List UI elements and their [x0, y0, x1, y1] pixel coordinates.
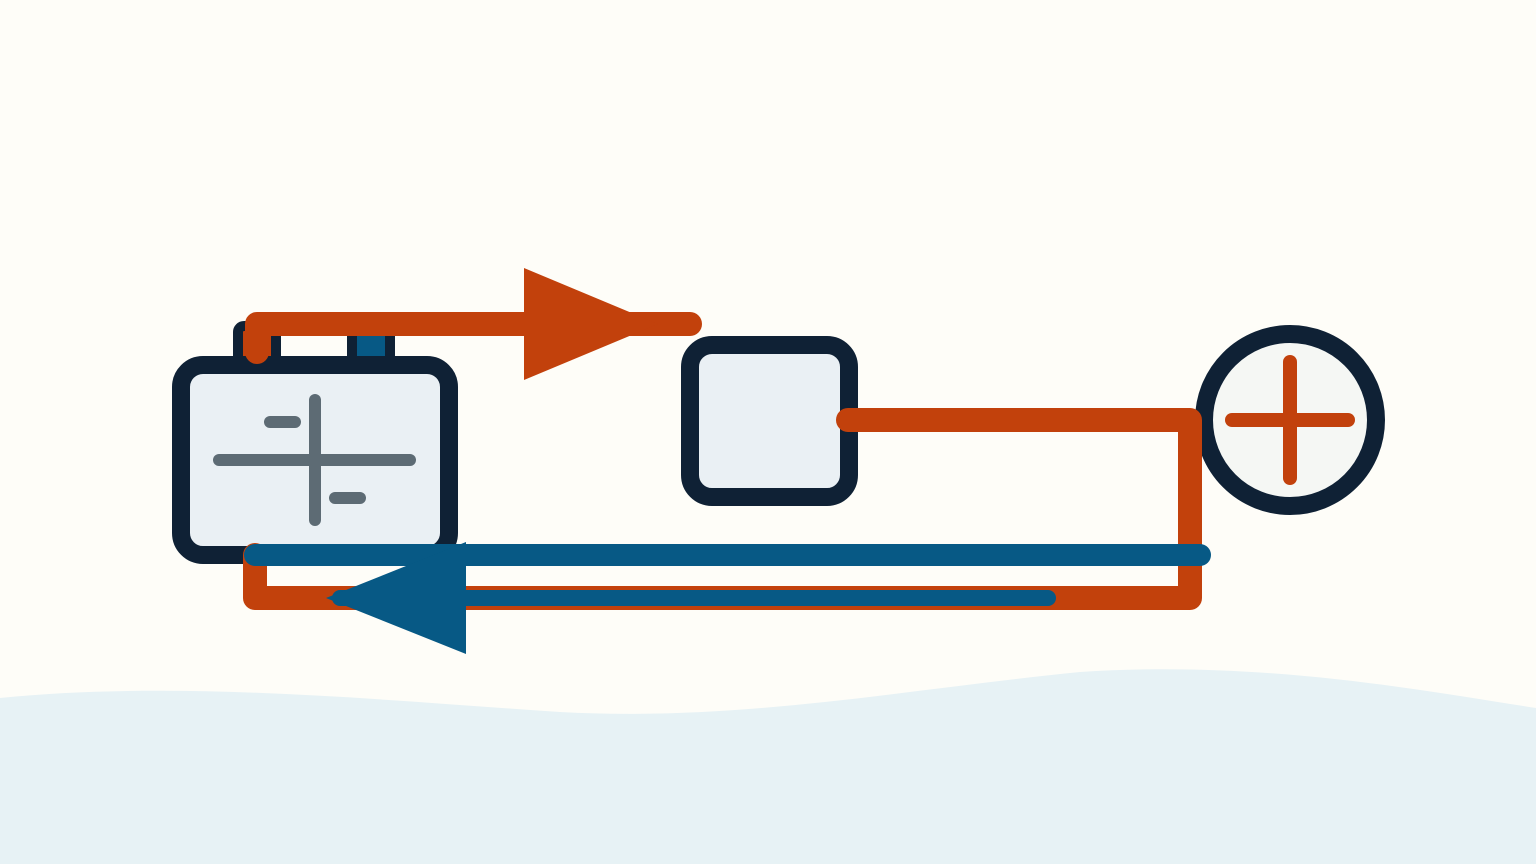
- arrow-left-icon: [326, 542, 466, 654]
- square-component-icon: [681, 336, 858, 506]
- battery-markings: [213, 394, 416, 526]
- arrow-right-icon: [524, 268, 658, 380]
- wire-right-orange: [243, 408, 1202, 610]
- bulb-plus-mark: [1225, 355, 1355, 485]
- ground-wave: [0, 669, 1536, 864]
